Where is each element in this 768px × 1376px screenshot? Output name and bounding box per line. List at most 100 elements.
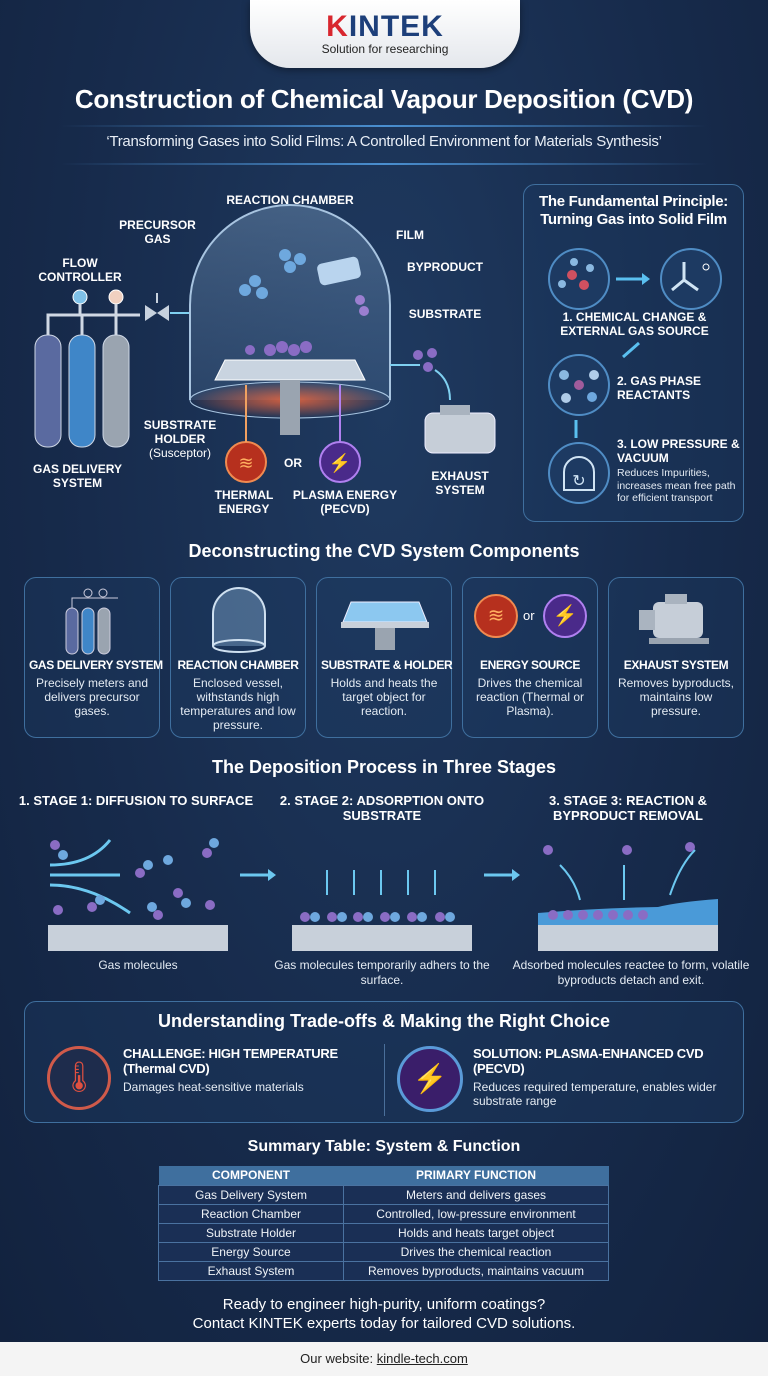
thermal-energy-icon: ≋: [474, 594, 518, 638]
summary-heading: Summary Table: System & Function: [247, 1138, 521, 1155]
challenge-title: CHALLENGE: HIGH TEMPERATURE: [123, 1046, 338, 1061]
label-substrate-holder: SUBSTRATE HOLDER: [143, 418, 217, 446]
principle-panel: The Fundamental Principle: Turning Gas i…: [523, 184, 744, 522]
page-subtitle: ‘Transforming Gases into Solid Films: A …: [106, 133, 662, 150]
cell: Energy Source: [158, 1242, 344, 1263]
stage1-caption: Gas molecules: [98, 958, 178, 972]
solution-group: SOLUTION: PLASMA-ENHANCED CVD (PECVD) Re…: [473, 1046, 739, 1108]
reaction-icon: [660, 248, 722, 310]
component-desc: Enclosed vessel, withstands high tempera…: [180, 676, 296, 732]
label-or: OR: [284, 456, 302, 470]
gas-cylinders-icon: [34, 289, 140, 448]
vacuum-pump-icon: [639, 594, 709, 644]
component-card-gas-delivery: GAS DELIVERY SYSTEM Precisely meters and…: [24, 577, 163, 738]
stage2-title: 2. STAGE 2: ADSORPTION ONTO SUBSTRATE: [279, 793, 485, 823]
solution-desc: Reduces required temperature, enables wi…: [473, 1080, 717, 1108]
logo-k: K: [326, 10, 349, 43]
bell-jar-icon: [212, 587, 266, 653]
plasma-energy-icon: ⚡: [319, 441, 361, 483]
label-flow-controller: FLOW CONTROLLER: [38, 256, 122, 284]
component-desc: Drives the chemical reaction (Thermal or…: [475, 676, 585, 718]
cell: Holds and heats target object: [343, 1222, 609, 1244]
gas-phase-icon: [548, 354, 610, 416]
cell: Drives the chemical reaction: [343, 1242, 609, 1263]
principle-step3-desc: Reduces Impurities, increases mean free …: [617, 467, 736, 504]
cell: Reaction Chamber: [158, 1203, 344, 1224]
component-card-exhaust: EXHAUST SYSTEM Removes byproducts, maint…: [608, 577, 744, 738]
substrate-stage1: [48, 925, 228, 951]
label-exhaust-system: EXHAUST SYSTEM: [431, 469, 489, 497]
plasma-energy-icon: ⚡: [543, 594, 587, 638]
substrate-stage3: [538, 925, 718, 951]
reaction-chamber: [189, 204, 391, 435]
label-plasma-energy: PLASMA ENERGY: [292, 488, 398, 502]
principle-step1: 1. CHEMICAL CHANGE & EXTERNAL GAS SOURCE: [560, 310, 709, 338]
website-link[interactable]: kindle-tech.com: [376, 1351, 468, 1366]
svg-text:⚡: ⚡: [329, 452, 351, 474]
label-substrate: SUBSTRATE: [408, 307, 482, 321]
logo-tagline: Solution for researching: [321, 42, 449, 56]
column-header: PRIMARY FUNCTION: [343, 1166, 609, 1185]
component-card-reaction-chamber: REACTION CHAMBER Enclosed vessel, withst…: [170, 577, 306, 738]
stage1-title: 1. STAGE 1: DIFFUSION TO SURFACE: [18, 793, 254, 808]
label-pecvd: (PECVD): [320, 502, 370, 516]
cell: Exhaust System: [158, 1261, 344, 1282]
stages-heading: The Deposition Process in Three Stages: [211, 757, 557, 777]
component-title: SUBSTRATE & HOLDER: [321, 658, 453, 672]
principle-step2: 2. GAS PHASE REACTANTS: [617, 374, 702, 402]
stages-illustration: [48, 838, 718, 951]
gas-cylinders-icon: [65, 588, 118, 655]
svg-text:↻: ↻: [572, 473, 585, 490]
tradeoffs-heading: Understanding Trade-offs & Making the Ri…: [157, 1011, 611, 1031]
divider: [60, 125, 708, 127]
label-thermal-energy: THERMAL ENERGY: [214, 488, 274, 516]
background: [0, 0, 768, 1342]
solution-sub: (PECVD): [473, 1061, 525, 1076]
column-header: COMPONENT: [158, 1166, 344, 1185]
or-text: or: [523, 608, 535, 623]
footer: Our website: kindle-tech.com: [0, 1342, 768, 1376]
call-to-action: Ready to engineer high-purity, uniform c…: [0, 1295, 768, 1333]
divider: [384, 1044, 385, 1116]
cta-line1: Ready to engineer high-purity, uniform c…: [222, 1296, 546, 1313]
component-title: REACTION CHAMBER: [177, 658, 299, 672]
cvd-system-diagram: ≋ ⚡: [34, 204, 496, 483]
cell: Gas Delivery System: [158, 1184, 344, 1205]
footer-label: Our website:: [300, 1351, 377, 1366]
principle-title: The Fundamental Principle: Turning Gas i…: [539, 193, 728, 228]
label-film: FILM: [396, 228, 424, 242]
vacuum-pump-icon: [424, 405, 496, 454]
cell: Meters and delivers gases: [343, 1184, 609, 1205]
principle-step3: 3. LOW PRESSURE & VACUUM: [617, 437, 740, 465]
cell: Controlled, low-pressure environment: [343, 1203, 609, 1224]
label-precursor-gas: PRECURSOR GAS: [119, 218, 196, 246]
challenge-sub: (Thermal CVD): [123, 1061, 210, 1076]
component-title: ENERGY SOURCE: [480, 658, 580, 672]
component-desc: Holds and heats the target object for re…: [330, 676, 438, 718]
stage3-caption: Adsorbed molecules reactee to form, vola…: [512, 958, 750, 987]
component-desc: Precisely meters and delivers precursor …: [35, 676, 149, 718]
substrate-holder-icon: [341, 601, 429, 650]
tradeoffs-panel: Understanding Trade-offs & Making the Ri…: [24, 1001, 744, 1123]
component-card-energy-source: ≋ or ⚡ ENERGY SOURCE Drives the chemical…: [462, 577, 598, 738]
label-susceptor: (Susceptor): [148, 446, 212, 460]
challenge-desc: Damages heat-sensitive materials: [123, 1080, 304, 1094]
component-card-substrate-holder: SUBSTRATE & HOLDER Holds and heats the t…: [316, 577, 453, 738]
stage2-caption: Gas molecules temporarily adhers to the …: [274, 958, 490, 987]
label-reaction-chamber: REACTION CHAMBER: [226, 193, 354, 207]
page-title: Construction of Chemical Vapour Depositi…: [74, 84, 694, 114]
svg-text:≋: ≋: [238, 453, 253, 473]
thermometer-icon: 🌡: [47, 1046, 111, 1110]
component-title: GAS DELIVERY SYSTEM: [29, 658, 163, 672]
logo-text: INTEK: [348, 10, 444, 43]
divider: [60, 163, 708, 165]
valve-icon: [145, 293, 169, 321]
cell: Removes byproducts, maintains vacuum: [343, 1261, 609, 1282]
substrate-stage2: [292, 925, 472, 951]
component-desc: Removes byproducts, maintains low pressu…: [617, 676, 735, 718]
